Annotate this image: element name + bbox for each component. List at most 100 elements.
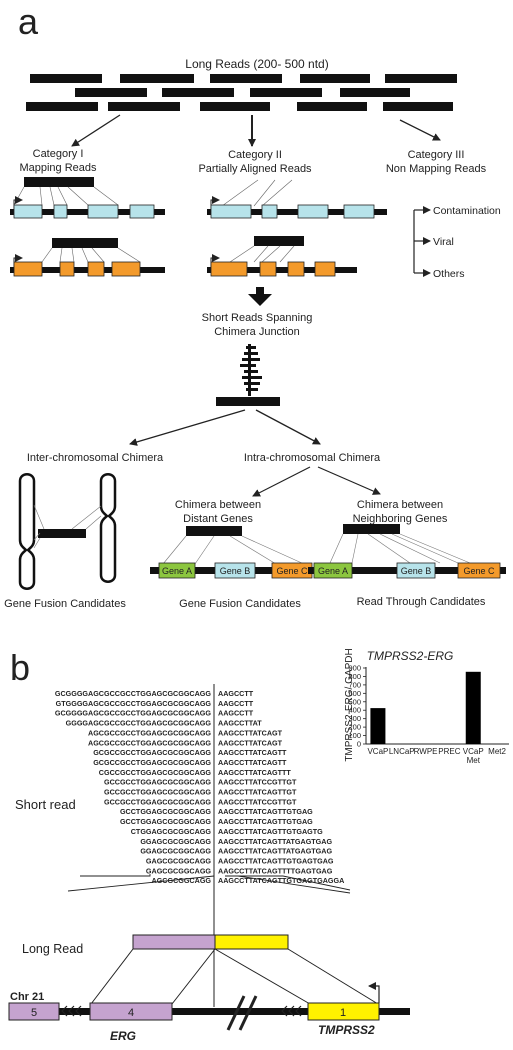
- long-read-bar: [297, 102, 367, 111]
- chart-bar: [370, 708, 386, 744]
- long-read-bar: [186, 526, 242, 536]
- long-read-tmprss2-part: [214, 934, 289, 950]
- chart-y-tick-label: 200: [348, 723, 361, 732]
- exon-blue: [13, 204, 43, 219]
- caption-read-through: Read Through Candidates: [357, 596, 486, 608]
- tmprss2-exon-1-label: 1: [340, 1007, 346, 1019]
- read-left-sequence: AGCGCCGCCTGGAGCGCGGCAGG: [88, 738, 211, 747]
- category-3-title: Category III: [408, 149, 465, 161]
- read-right-sequence: AAGCCTTATCAGTTGTGAGTGAGGA: [218, 876, 344, 885]
- chart-y-tick-label: 500: [348, 697, 361, 706]
- read-right-sequence: AAGCCTTAT: [218, 719, 262, 728]
- neighbor-genes-subtitle: Neighboring Genes: [353, 513, 448, 525]
- long-read-bar: [38, 529, 86, 538]
- category-2-title: Category II: [228, 149, 282, 161]
- arrow-to-category-1: [71, 114, 121, 147]
- long-read-bar: [162, 88, 234, 97]
- long-read-bar: [300, 74, 370, 83]
- long-read-bar: [108, 102, 180, 111]
- neighbor-genes-diagram: Gene A Gene B Gene C: [308, 524, 506, 579]
- long-read-bar: [340, 88, 410, 97]
- gene-c-label: Gene C: [276, 566, 308, 576]
- read-left-sequence: CGCCGCCTGGAGCGCGGCAGG: [99, 768, 212, 777]
- arrow-to-category-3: [399, 119, 441, 141]
- distant-genes-title: Chimera between: [175, 499, 261, 511]
- erg-exon-5: [8, 1002, 60, 1021]
- long-read-bar: [210, 74, 282, 83]
- chart-category-label: Met2: [488, 747, 506, 756]
- long-read-bar: [120, 74, 194, 83]
- inter-chromosomal-label: Inter-chromosomal Chimera: [27, 452, 164, 464]
- chart-y-tick-label: 600: [348, 689, 361, 698]
- tmprss2-gene-label: TMPRSS2: [318, 1023, 375, 1037]
- alignment-funnel: [67, 874, 351, 894]
- erg-exon-4: [89, 1002, 173, 1021]
- arrow-to-distant: [252, 466, 311, 497]
- category-2-partial-diagram: [207, 179, 387, 277]
- gene-a-label: Gene A: [318, 566, 348, 576]
- read-left-sequence: GTGGGGAGCGCCGCCTGGAGCGCGGCAGG: [56, 699, 212, 708]
- long-read-bar: [200, 102, 270, 111]
- panel-a-letter: a: [18, 1, 39, 42]
- caption-gene-fusion-left: Gene Fusion Candidates: [4, 598, 126, 610]
- exon-blue: [343, 204, 375, 219]
- exon-blue: [129, 204, 155, 219]
- tmprss2-exon-1: [307, 1002, 380, 1021]
- arrow-to-inter: [129, 409, 246, 446]
- short-reads-title: Short Reads Spanning: [202, 312, 313, 324]
- chromosome-icon: [99, 473, 117, 583]
- read-right-sequence: AAGCCTTATCAGTTATGAGTGAG: [218, 847, 332, 856]
- read-right-sequence: AAGCCTTATCCGTTGT: [218, 797, 297, 806]
- read-right-sequence: AAGCCTTATCCGTTGT: [218, 778, 297, 787]
- read-right-sequence: AAGCCTT: [218, 689, 254, 698]
- category-3-branches: [413, 206, 431, 277]
- chromosome-icon: [18, 473, 36, 590]
- gene-b-box: [214, 562, 256, 579]
- long-reads-group: [26, 74, 457, 111]
- gene-a-box: [313, 562, 353, 579]
- gene-c-box: [457, 562, 501, 579]
- read-left-sequence: GAGCGCGGCAGG: [146, 866, 211, 875]
- long-read-bar: [216, 397, 280, 406]
- gene-b-label: Gene B: [401, 566, 432, 576]
- read-right-sequence: AAGCCTTATCAGT: [218, 738, 283, 747]
- chart-category-label: VCaP: [463, 747, 484, 756]
- read-left-sequence: GCCGCCTGGAGCGCGGCAGG: [104, 788, 211, 797]
- read-right-sequence: AAGCCTTATCAGTTATGAGTGAG: [218, 837, 332, 846]
- read-left-sequence: GGGGAGCGCCGCCTGGAGCGCGGCAGG: [66, 719, 212, 728]
- long-read-bar: [75, 88, 147, 97]
- exon-blue: [210, 204, 252, 219]
- chart-y-tick-label: 800: [348, 672, 361, 681]
- read-left-sequence: CTGGAGCGCGGCAGG: [131, 827, 212, 836]
- tss-arrow-icon: [368, 982, 380, 1003]
- gene-b-box: [396, 562, 436, 579]
- chart-category-label: VCaP: [367, 747, 388, 756]
- chart-category-label: PREC: [438, 747, 460, 756]
- long-read-bar: [343, 524, 400, 534]
- read-left-sequence: GCCGCCTGGAGCGCGGCAGG: [104, 778, 211, 787]
- exon-blue: [297, 204, 329, 219]
- genome-line: [207, 267, 357, 273]
- branch-contamination: Contamination: [433, 205, 501, 217]
- genome-line: [207, 209, 387, 215]
- read-right-sequence: AAGCCTTATCAGTT: [218, 758, 287, 767]
- read-left-sequence: GCGCCGCCTGGAGCGCGGCAGG: [93, 758, 211, 767]
- gene-b-label: Gene B: [220, 566, 251, 576]
- exon-orange: [13, 261, 43, 277]
- gene-a-label: Gene A: [162, 566, 192, 576]
- read-left-sequence: GGAGCGCGGCAGG: [140, 837, 211, 846]
- genome-line: [10, 209, 165, 215]
- tmprss2-erg-chart: TMPRSS2-ERG TMPRSS2-ERG/ GAPDH 010020030…: [344, 648, 509, 765]
- break-mark-icon: [226, 995, 258, 1031]
- long-read-bar: [24, 177, 94, 187]
- exon-blue: [261, 204, 278, 219]
- long-read-erg-part: [132, 934, 216, 950]
- read-left-sequence: GGAGCGCGGCAGG: [140, 847, 211, 856]
- read-left-sequence: AGCGCCGCCTGGAGCGCGGCAGG: [88, 728, 211, 737]
- exon-orange: [259, 261, 277, 277]
- read-left-sequence: GCCGCCTGGAGCGCGGCAGG: [104, 797, 211, 806]
